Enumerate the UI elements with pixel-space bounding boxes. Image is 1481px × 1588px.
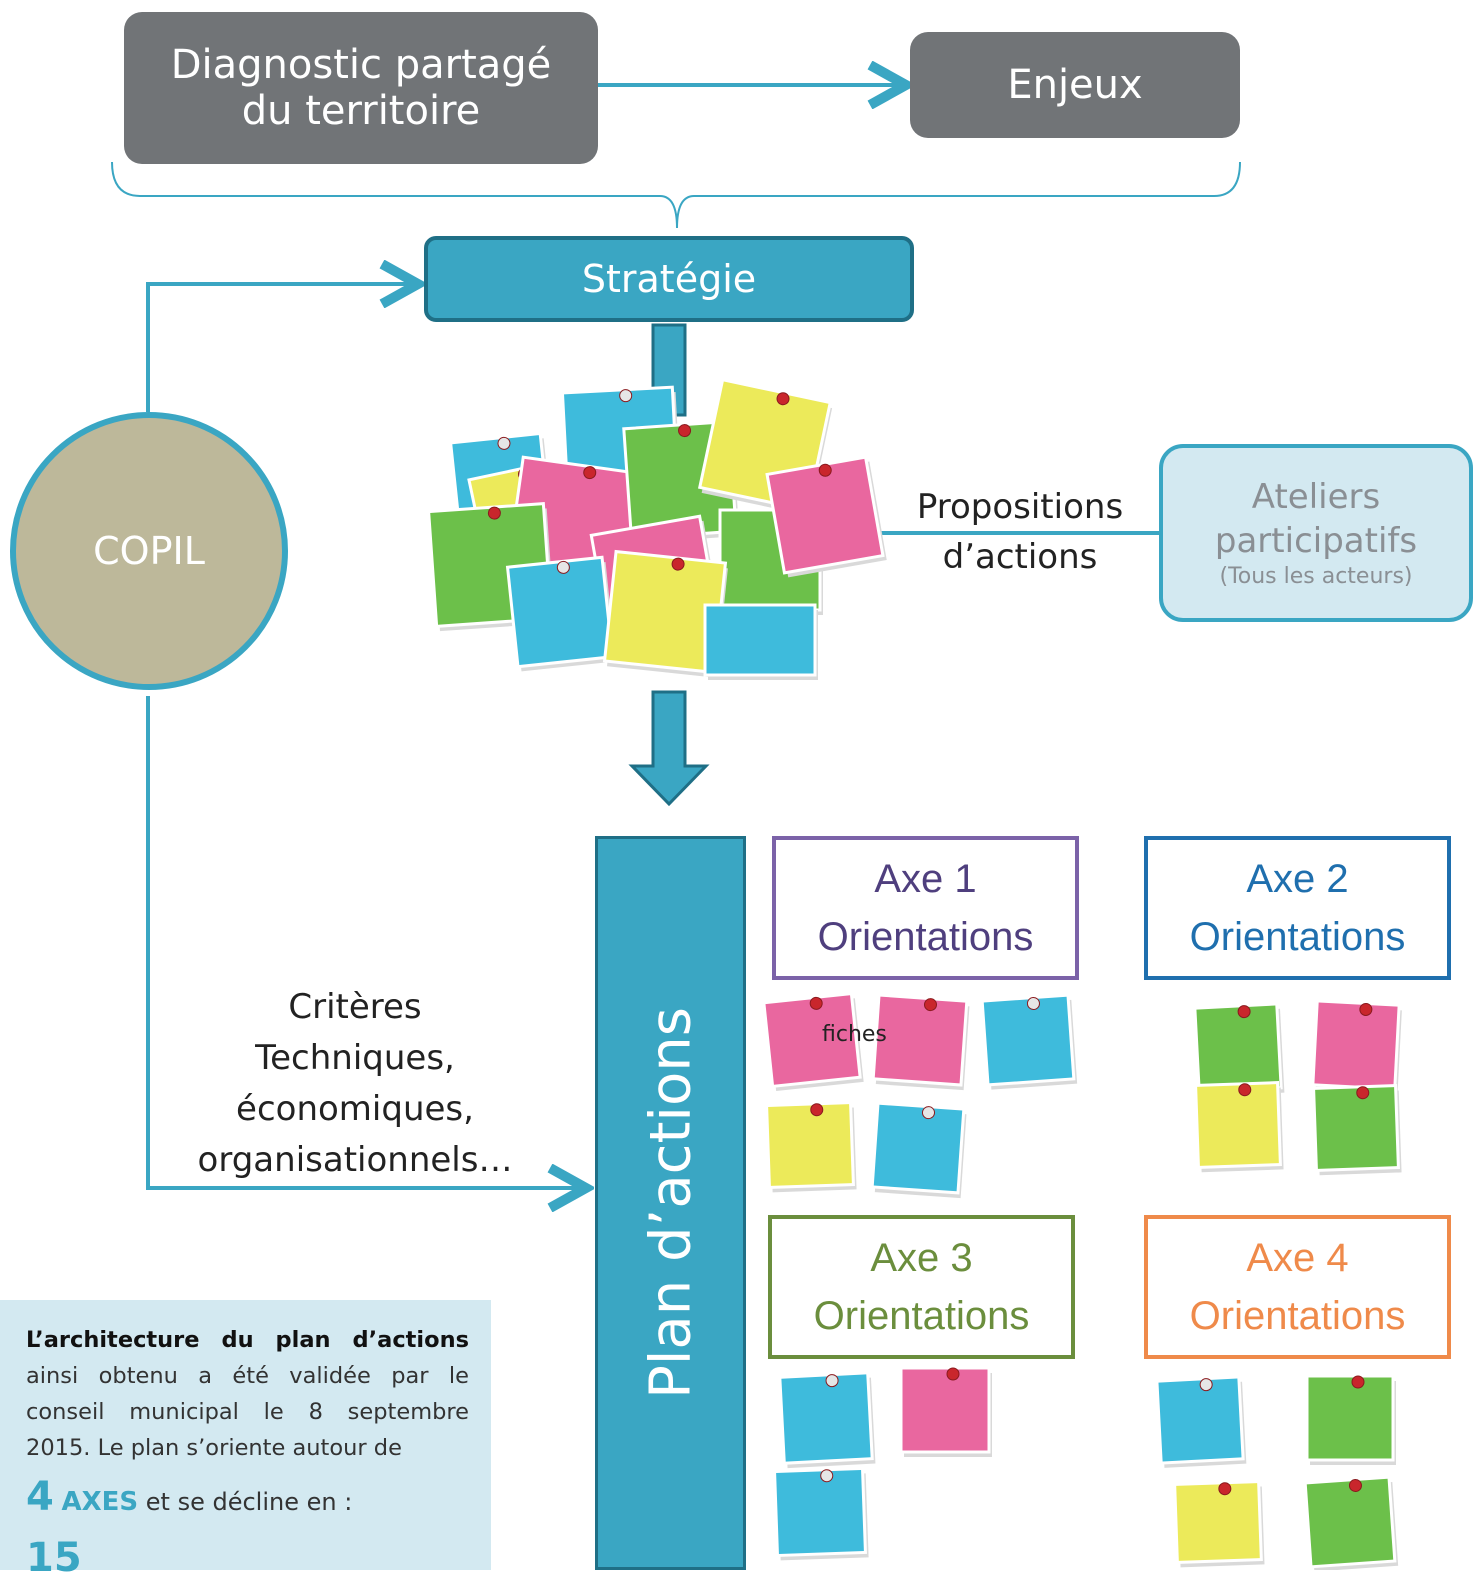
diagnostic-line-2: du territoire <box>241 88 481 134</box>
axe-1-subtitle: Orientations <box>817 915 1034 959</box>
axe-2-box: Axe 2 Orientations <box>1144 836 1451 980</box>
propositions-line-1: Propositions <box>916 487 1124 527</box>
diagnostic-line-1: Diagnostic partagé <box>170 42 552 88</box>
pin-icon <box>923 998 937 1012</box>
sticky-note <box>602 549 728 678</box>
pin-icon <box>583 466 597 480</box>
strategie-label: Stratégie <box>581 257 757 301</box>
sticky-note <box>899 1366 992 1457</box>
criteres-line-3: économiques, <box>236 1089 474 1129</box>
propositions-line-2: d’actions <box>942 537 1098 577</box>
pin-icon <box>1348 1479 1362 1493</box>
copil-circle: COPIL <box>10 412 288 690</box>
sticky-note <box>1193 1002 1285 1097</box>
pin-icon <box>946 1367 960 1381</box>
plan-actions-label: Plan d’actions <box>638 1007 703 1399</box>
arrow-copil-plan <box>146 696 586 1188</box>
axe-1-title: Axe 1 <box>874 857 977 901</box>
axe-1-box: Axe 1 Orientations <box>772 836 1079 980</box>
pin-icon <box>497 436 511 450</box>
info-bold: L’architecture du plan d’actions <box>26 1327 469 1353</box>
pin-icon <box>1359 1002 1373 1016</box>
criteres-line-1: Critères <box>288 987 422 1027</box>
pin-icon <box>619 389 633 403</box>
axe-2-title: Axe 2 <box>1246 857 1349 901</box>
axe-4-box: Axe 4 Orientations <box>1144 1215 1451 1359</box>
sticky-note <box>703 603 818 680</box>
arrow-copil-strategie <box>146 284 418 412</box>
pin-icon <box>1238 1083 1252 1097</box>
axe-3-box: Axe 3 Orientations <box>768 1215 1075 1359</box>
axe-3-subtitle: Orientations <box>813 1294 1030 1338</box>
info-paragraph: L’architecture du plan d’actions ainsi o… <box>26 1322 469 1466</box>
info-rest: et se décline en : <box>145 1488 353 1516</box>
enjeux-label: Enjeux <box>1007 62 1143 108</box>
info-axes-caps: AXES <box>61 1487 139 1517</box>
pin-icon <box>487 506 501 520</box>
sticky-note <box>773 1466 869 1561</box>
sticky-note <box>1305 1374 1396 1465</box>
pin-icon <box>818 463 832 477</box>
plan-actions-bar: Plan d’actions <box>595 836 746 1570</box>
down-arrow-head <box>628 690 710 807</box>
axe-4-title: Axe 4 <box>1246 1236 1349 1280</box>
pin-icon <box>1356 1086 1370 1100</box>
criteres-line-4: organisationnels… <box>197 1140 513 1180</box>
propositions-label: Propositions d’actions <box>898 482 1142 582</box>
ateliers-line-1: Ateliers <box>1251 477 1381 517</box>
info-text: ainsi obtenu a été validée par le consei… <box>26 1363 469 1461</box>
ateliers-box: Ateliers participatifs (Tous les acteurs… <box>1159 444 1473 622</box>
sticky-note <box>1173 1480 1265 1568</box>
sticky-note <box>1303 1475 1399 1570</box>
axe-4-subtitle: Orientations <box>1189 1294 1406 1338</box>
pin-icon <box>809 996 823 1010</box>
strategie-box: Stratégie <box>424 236 914 322</box>
pin-icon <box>825 1374 839 1388</box>
info-second-line: 15 <box>26 1533 469 1588</box>
axe-3-title: Axe 3 <box>870 1236 973 1280</box>
sticky-note <box>1194 1081 1284 1173</box>
sticky-note <box>765 1101 857 1193</box>
ateliers-line-3: (Tous les acteurs) <box>1219 564 1413 589</box>
sticky-note <box>1311 999 1402 1095</box>
pin-icon <box>776 392 790 406</box>
axe-2-subtitle: Orientations <box>1189 915 1406 959</box>
sticky-note <box>1155 1375 1247 1468</box>
enjeux-box: Enjeux <box>910 32 1240 138</box>
sticky-note <box>765 455 887 578</box>
pin-icon <box>1237 1005 1251 1019</box>
pin-icon <box>1026 997 1040 1011</box>
pin-icon <box>820 1469 834 1483</box>
sticky-note <box>762 991 864 1092</box>
sticky-note <box>870 1101 967 1199</box>
pin-icon <box>556 560 570 574</box>
info-number-2: 15 <box>26 1535 82 1581</box>
ateliers-line-2: participatifs <box>1214 521 1418 561</box>
sticky-note <box>871 993 970 1091</box>
sticky-note <box>1312 1084 1402 1176</box>
sticky-note <box>980 993 1078 1090</box>
pin-icon <box>810 1103 824 1117</box>
fiches-label: fiches <box>822 1022 887 1047</box>
pin-icon <box>671 557 685 571</box>
criteres-line-2: Techniques, <box>255 1038 455 1078</box>
pin-icon <box>921 1106 935 1120</box>
pin-icon <box>1218 1482 1232 1496</box>
pin-icon <box>678 424 692 438</box>
pin-icon <box>1199 1378 1213 1392</box>
criteres-label: Critères Techniques, économiques, organi… <box>170 982 540 1186</box>
sticky-note <box>778 1371 876 1469</box>
info-number-axes: 4 <box>26 1474 54 1520</box>
copil-label: COPIL <box>93 529 205 573</box>
pin-icon <box>1351 1375 1365 1389</box>
sticky-note <box>505 555 616 672</box>
brace <box>111 161 1241 229</box>
info-axes-line: 4 AXES et se décline en : <box>26 1472 469 1527</box>
info-panel: L’architecture du plan d’actions ainsi o… <box>0 1300 491 1581</box>
